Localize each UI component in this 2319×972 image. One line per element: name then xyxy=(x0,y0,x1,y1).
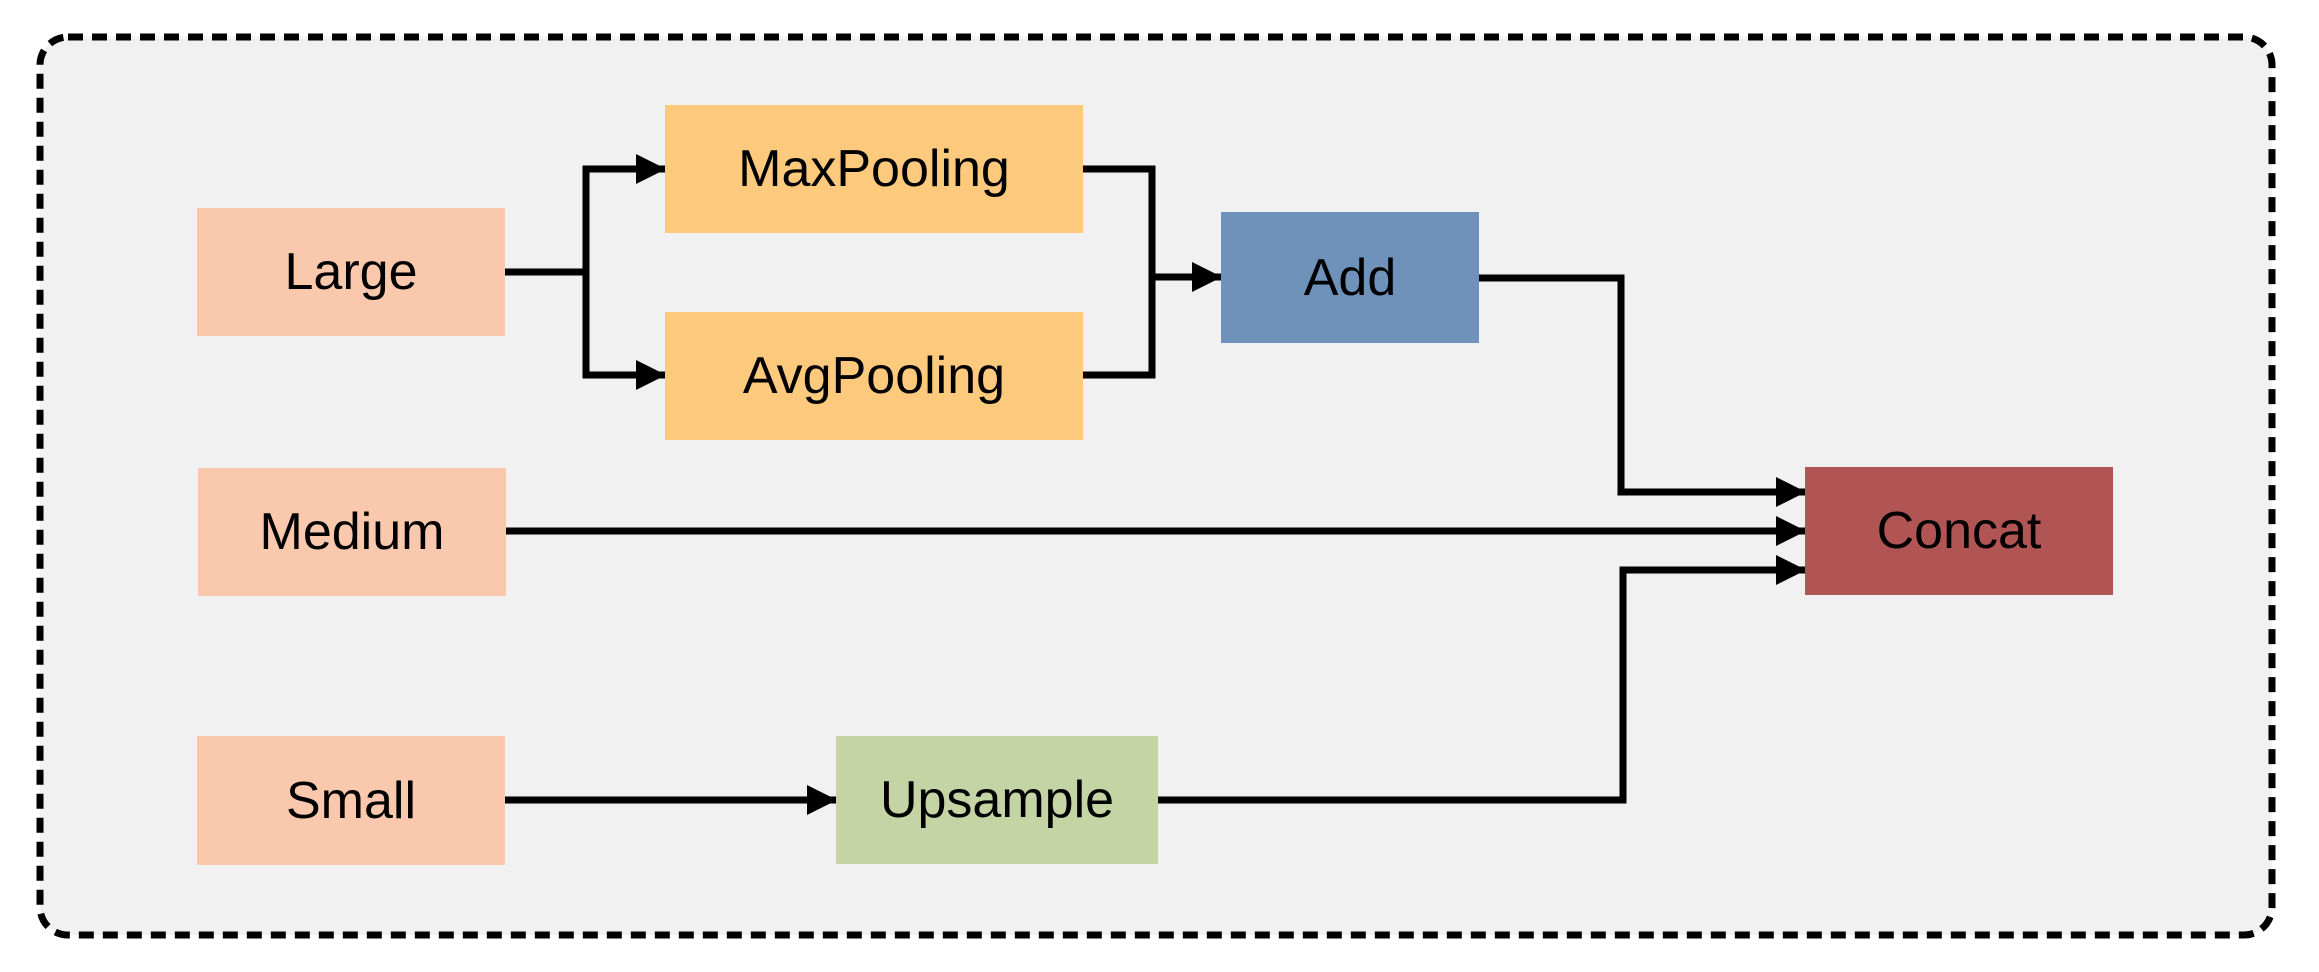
edge-large-avgpooling xyxy=(582,272,666,390)
node-medium: Medium xyxy=(198,468,506,596)
node-maxpooling: MaxPooling xyxy=(665,105,1083,233)
node-avgpooling: AvgPooling xyxy=(665,312,1083,440)
node-maxpooling-label: MaxPooling xyxy=(738,140,1010,198)
node-add: Add xyxy=(1221,212,1479,343)
node-large: Large xyxy=(197,208,505,336)
dashed-frame xyxy=(36,33,2276,939)
node-concat: Concat xyxy=(1805,467,2113,595)
node-medium-label: Medium xyxy=(259,503,445,561)
node-small: Small xyxy=(197,736,505,865)
edge-large-maxpooling xyxy=(505,154,666,276)
node-upsample: Upsample xyxy=(836,736,1158,864)
node-avgpooling-label: AvgPooling xyxy=(742,347,1006,405)
node-concat-label: Concat xyxy=(1876,502,2042,560)
edge-maxpooling-add xyxy=(1083,165,1222,292)
edge-add-concat xyxy=(1479,274,1806,507)
node-upsample-label: Upsample xyxy=(879,771,1115,829)
edge-group xyxy=(505,154,1806,815)
node-add-label: Add xyxy=(1303,248,1397,307)
node-small-label: Small xyxy=(285,771,417,830)
edge-upsample-concat xyxy=(1158,555,1806,804)
node-large-label: Large xyxy=(284,243,418,301)
edge-avgpooling-add xyxy=(1083,273,1156,379)
